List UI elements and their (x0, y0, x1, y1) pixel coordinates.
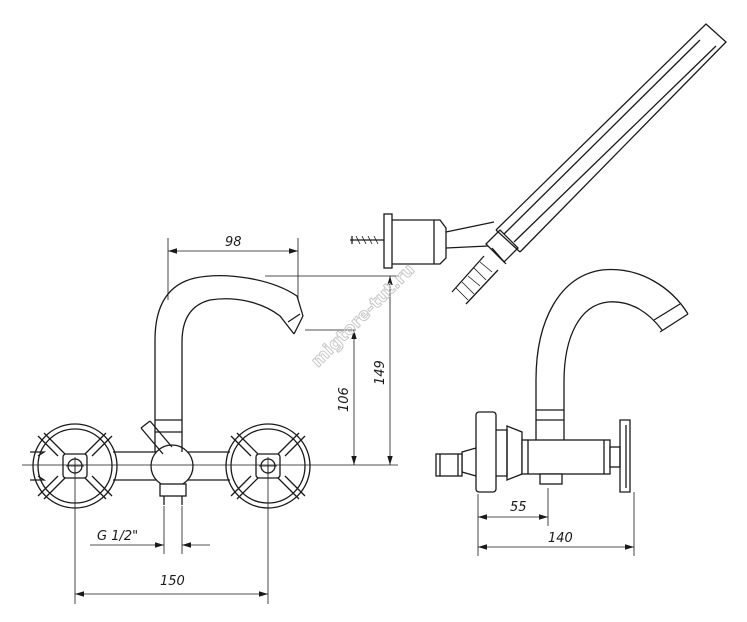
dim-spout-reach: 98 (167, 235, 299, 300)
dim-label-150: 150 (160, 574, 185, 589)
mixer-body (113, 420, 230, 505)
shower-assembly (350, 23, 727, 305)
spout (154, 275, 304, 452)
dim-label-98: 98 (225, 235, 242, 250)
dim-label-55: 55 (510, 500, 527, 515)
dim-width: 150 (74, 466, 269, 604)
dim-label-149: 149 (373, 360, 388, 385)
left-handle (30, 423, 118, 509)
side-view (435, 268, 689, 493)
dim-label-106: 106 (337, 387, 352, 412)
dim-heights: 149 106 (22, 275, 398, 466)
dim-label-140: 140 (548, 531, 573, 546)
dim-connection: G 1/2" (90, 506, 210, 554)
dim-depth: 55 140 (477, 488, 635, 556)
watermark: migtore-tut.ru (307, 260, 419, 372)
dim-label-thread: G 1/2" (97, 529, 138, 544)
